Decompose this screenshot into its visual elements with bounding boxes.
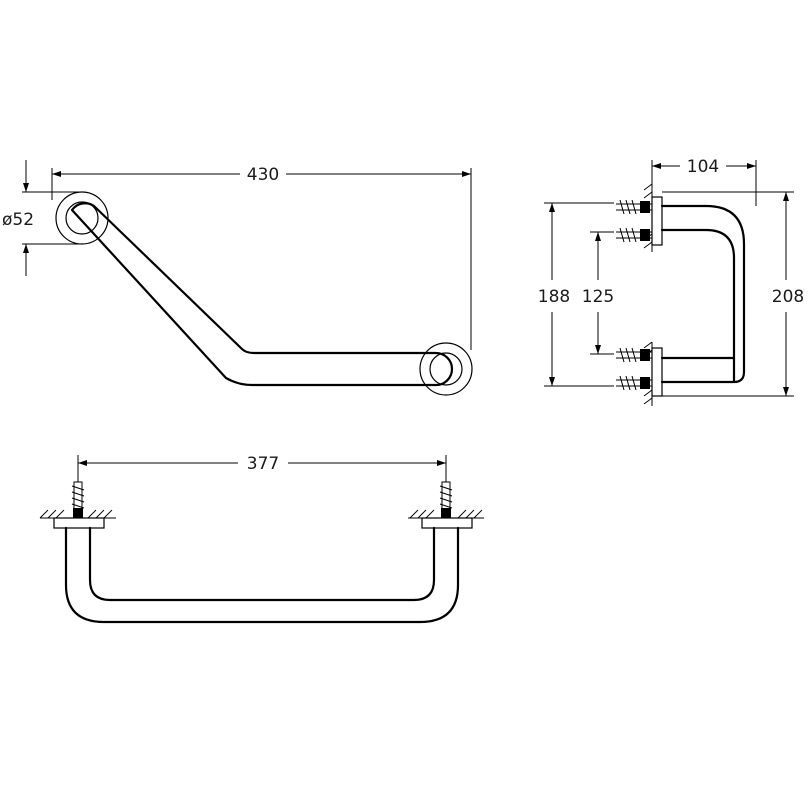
side-screws xyxy=(616,199,652,391)
straight-tube-outline xyxy=(64,526,460,624)
screw-left xyxy=(71,481,85,519)
side-view: 104 208 188 125 xyxy=(538,157,804,406)
dim-projection: 104 xyxy=(687,157,719,177)
wall-hatch-right xyxy=(409,509,483,519)
side-tube-outline xyxy=(660,204,746,384)
angled-tube-outline xyxy=(70,202,454,387)
left-flange-inner xyxy=(65,201,99,235)
screw-right xyxy=(439,481,453,519)
dim-inner-height: 188 xyxy=(538,287,570,307)
wall-hatch-side xyxy=(643,183,653,405)
side-flange-top xyxy=(651,196,663,246)
dim-bar-length: 377 xyxy=(247,454,279,474)
right-flange-outer xyxy=(419,342,473,396)
flange-right xyxy=(421,517,473,529)
right-flange-inner xyxy=(429,352,463,386)
left-flange-outer xyxy=(55,191,109,245)
dim-outer-height: 208 xyxy=(772,287,804,307)
angled-bar-view: 430 ø52 xyxy=(2,160,473,396)
side-flange-bottom xyxy=(651,347,663,397)
straight-bar-view: 377 xyxy=(39,454,484,624)
flange-left xyxy=(53,517,105,529)
dim-fixing-distance: 125 xyxy=(582,287,614,307)
dim-flange-diameter: ø52 xyxy=(2,210,34,230)
wall-hatch-left xyxy=(39,509,113,519)
dim-total-length: 430 xyxy=(247,165,279,185)
